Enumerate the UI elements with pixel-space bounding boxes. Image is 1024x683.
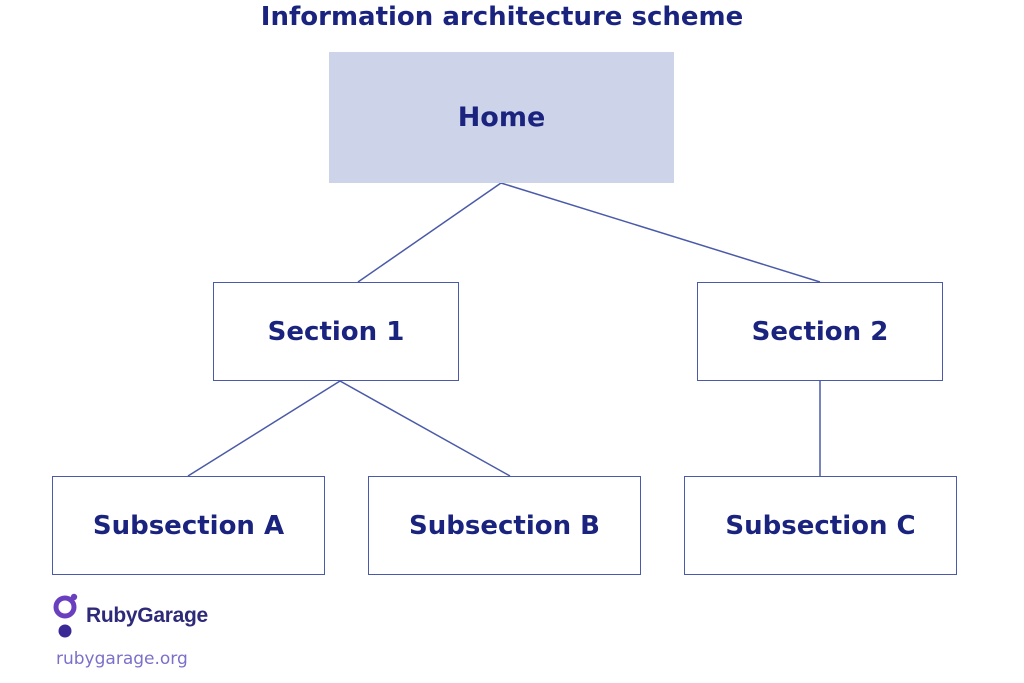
rubygarage-logo: RubyGarage	[52, 593, 208, 639]
logo-text: RubyGarage	[86, 604, 208, 627]
edge-home-section2	[500, 182, 821, 283]
edge-section1-subsectionA	[187, 380, 341, 477]
node-subsection-c: Subsection C	[684, 476, 957, 575]
node-home-label: Home	[457, 102, 546, 133]
edge-section1-subsectionB	[339, 380, 511, 477]
edge-home-section1	[357, 182, 502, 283]
rubygarage-logo-icon	[53, 593, 78, 638]
diagram-title: Information architecture scheme	[260, 2, 744, 32]
site-url: rubygarage.org	[56, 649, 188, 669]
node-section-2: Section 2	[697, 282, 943, 381]
node-section-1-label: Section 1	[267, 316, 405, 347]
node-subsection-b-label: Subsection B	[409, 510, 600, 541]
node-subsection-a: Subsection A	[52, 476, 325, 575]
node-subsection-b: Subsection B	[368, 476, 641, 575]
node-subsection-a-label: Subsection A	[92, 510, 285, 541]
node-section-1: Section 1	[213, 282, 459, 381]
node-subsection-c-label: Subsection C	[725, 510, 916, 541]
node-home: Home	[329, 52, 674, 183]
node-section-2-label: Section 2	[751, 316, 889, 347]
